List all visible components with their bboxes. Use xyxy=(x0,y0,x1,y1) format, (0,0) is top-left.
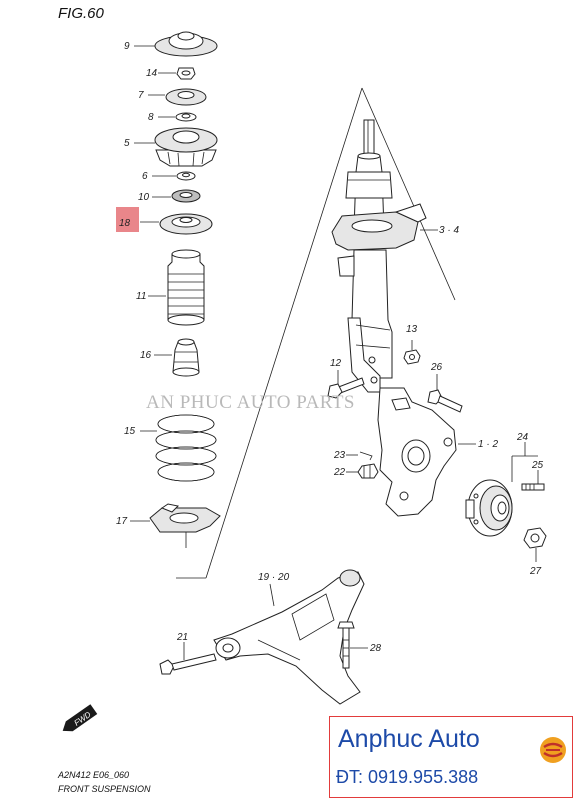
label-21: 21 xyxy=(176,632,188,643)
label-5: 5 xyxy=(124,138,130,149)
label-9: 9 xyxy=(124,41,130,52)
label-3-4: 3 · 4 xyxy=(439,225,459,236)
label-25: 25 xyxy=(531,460,544,471)
label-22: 22 xyxy=(333,467,346,478)
group-outline xyxy=(176,87,456,579)
part-13-nut[interactable] xyxy=(403,349,421,365)
leader-1920 xyxy=(269,583,275,607)
part-11-dust-boot[interactable] xyxy=(167,249,205,326)
label-17: 17 xyxy=(116,516,128,527)
figure-title: FIG.60 xyxy=(58,5,105,22)
label-27: 27 xyxy=(529,566,542,577)
part-28-bolt[interactable] xyxy=(337,621,355,669)
part-22-castle-nut[interactable] xyxy=(357,463,379,479)
part-23-cotter-pin[interactable] xyxy=(359,451,373,461)
brand-logo-icon xyxy=(540,737,566,763)
brand-phone: ĐT: 0919.955.388 xyxy=(336,767,479,787)
part-5-strut-mount[interactable] xyxy=(154,127,218,167)
part-18-spring-seat[interactable] xyxy=(159,213,213,235)
part-17-spring-insulator[interactable] xyxy=(149,503,221,548)
label-13: 13 xyxy=(406,324,418,335)
label-8: 8 xyxy=(148,112,154,123)
label-12: 12 xyxy=(330,358,342,369)
brand-overlay: Anphuc Auto ĐT: 0919.955.388 xyxy=(329,716,573,798)
footer-section: FRONT SUSPENSION xyxy=(58,784,151,794)
watermark-text: AN PHUC AUTO PARTS xyxy=(146,392,355,413)
label-24: 24 xyxy=(516,432,529,443)
label-19-20: 19 · 20 xyxy=(258,572,290,583)
part-21-bolt[interactable] xyxy=(159,653,217,675)
part-9-mount-cap[interactable] xyxy=(154,31,218,57)
part-7-plate[interactable] xyxy=(165,88,207,106)
part-12-bolt[interactable] xyxy=(327,377,365,399)
label-6: 6 xyxy=(142,171,148,182)
label-14: 14 xyxy=(146,68,158,79)
label-7: 7 xyxy=(138,90,144,101)
part-24-wheel-hub[interactable] xyxy=(465,479,513,537)
part-14-nut[interactable] xyxy=(176,67,196,80)
label-1-2: 1 · 2 xyxy=(478,439,498,450)
part-25-wheel-stud[interactable] xyxy=(521,483,545,491)
label-18: 18 xyxy=(119,218,131,229)
label-11: 11 xyxy=(136,291,146,302)
part-8-washer[interactable] xyxy=(175,112,197,122)
part-16-bump-stop[interactable] xyxy=(172,338,200,377)
label-16: 16 xyxy=(140,350,152,361)
part-19-20-lower-control-arm[interactable] xyxy=(213,569,365,705)
label-26: 26 xyxy=(430,362,443,373)
part-1-2-steering-knuckle[interactable] xyxy=(377,387,457,517)
part-27-hub-nut[interactable] xyxy=(523,527,547,549)
part-10-bearing[interactable] xyxy=(171,189,201,203)
part-26-bolt[interactable] xyxy=(427,389,463,413)
label-23: 23 xyxy=(333,450,346,461)
footer-code: A2N412 E06_060 xyxy=(57,770,129,780)
brand-name: Anphuc Auto xyxy=(338,725,480,753)
label-10: 10 xyxy=(138,192,150,203)
part-15-coil-spring[interactable] xyxy=(155,414,217,482)
highlight-18 xyxy=(116,207,139,232)
label-28: 28 xyxy=(369,643,382,654)
label-15: 15 xyxy=(124,426,136,437)
part-3-4-strut-assembly[interactable] xyxy=(331,119,427,393)
part-6-washer[interactable] xyxy=(176,171,196,181)
forward-direction-icon: FWD xyxy=(62,704,98,732)
